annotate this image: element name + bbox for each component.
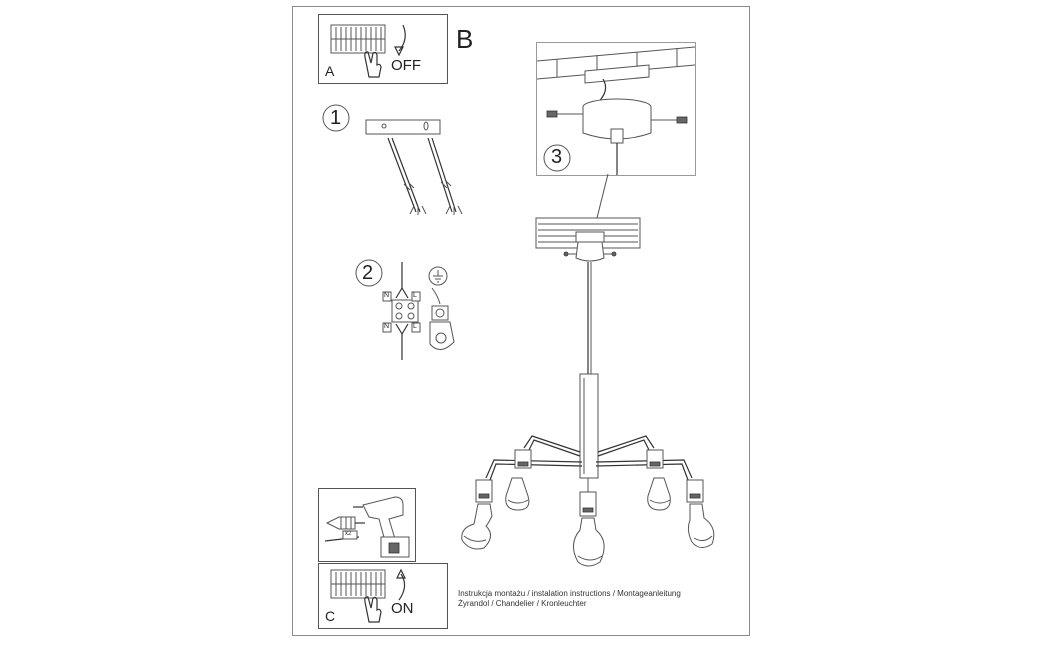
step-marker: [543, 144, 571, 172]
step-number: 2: [362, 262, 374, 284]
step-number: 3: [551, 146, 563, 168]
screw-icon: [546, 110, 688, 124]
instructions-caption: Instrukcja montażu / instalation instruc…: [458, 589, 681, 609]
panel-a-power-off: A OFF: [318, 14, 448, 84]
live-top-label: L: [413, 292, 417, 299]
caption-line-2: Żyrandol / Chandelier / Kronleuchter: [458, 599, 587, 608]
power-action-label: ON: [391, 600, 414, 617]
wire-pair: [387, 137, 463, 215]
ground-terminal: [428, 266, 455, 350]
fuse-box-on-icon: [330, 568, 406, 623]
center-tube: [579, 373, 599, 479]
neutral-bottom-label: N: [384, 323, 390, 330]
light-bulb-icon: [461, 477, 715, 567]
step-number: 1: [330, 107, 342, 129]
fuse-box-off-icon: [330, 24, 406, 78]
wall-plug-icon: [324, 516, 365, 542]
ceiling-mount-detail: 3: [536, 42, 696, 176]
panel-letter: C: [325, 608, 336, 624]
chandelier-arms: [485, 435, 693, 481]
panel-letter: A: [325, 63, 335, 79]
panel-c-power-on: C ON: [318, 563, 448, 629]
caption-line-1: Instrukcja montażu / instalation instruc…: [458, 589, 681, 598]
terminal-block: [382, 262, 421, 360]
power-action-label: OFF: [391, 57, 421, 74]
step-marker: [322, 104, 350, 132]
drill-and-dowel-panel: x2: [318, 488, 416, 562]
neutral-top-label: N: [384, 292, 390, 299]
lamp-socket: [475, 449, 704, 517]
quantity-label: x2: [345, 531, 352, 537]
drill-icon: [324, 496, 410, 558]
panel-b-letter: B: [456, 24, 474, 54]
mounting-plate: [365, 119, 441, 135]
canopy: [563, 231, 617, 262]
live-bottom-label: L: [413, 323, 417, 330]
